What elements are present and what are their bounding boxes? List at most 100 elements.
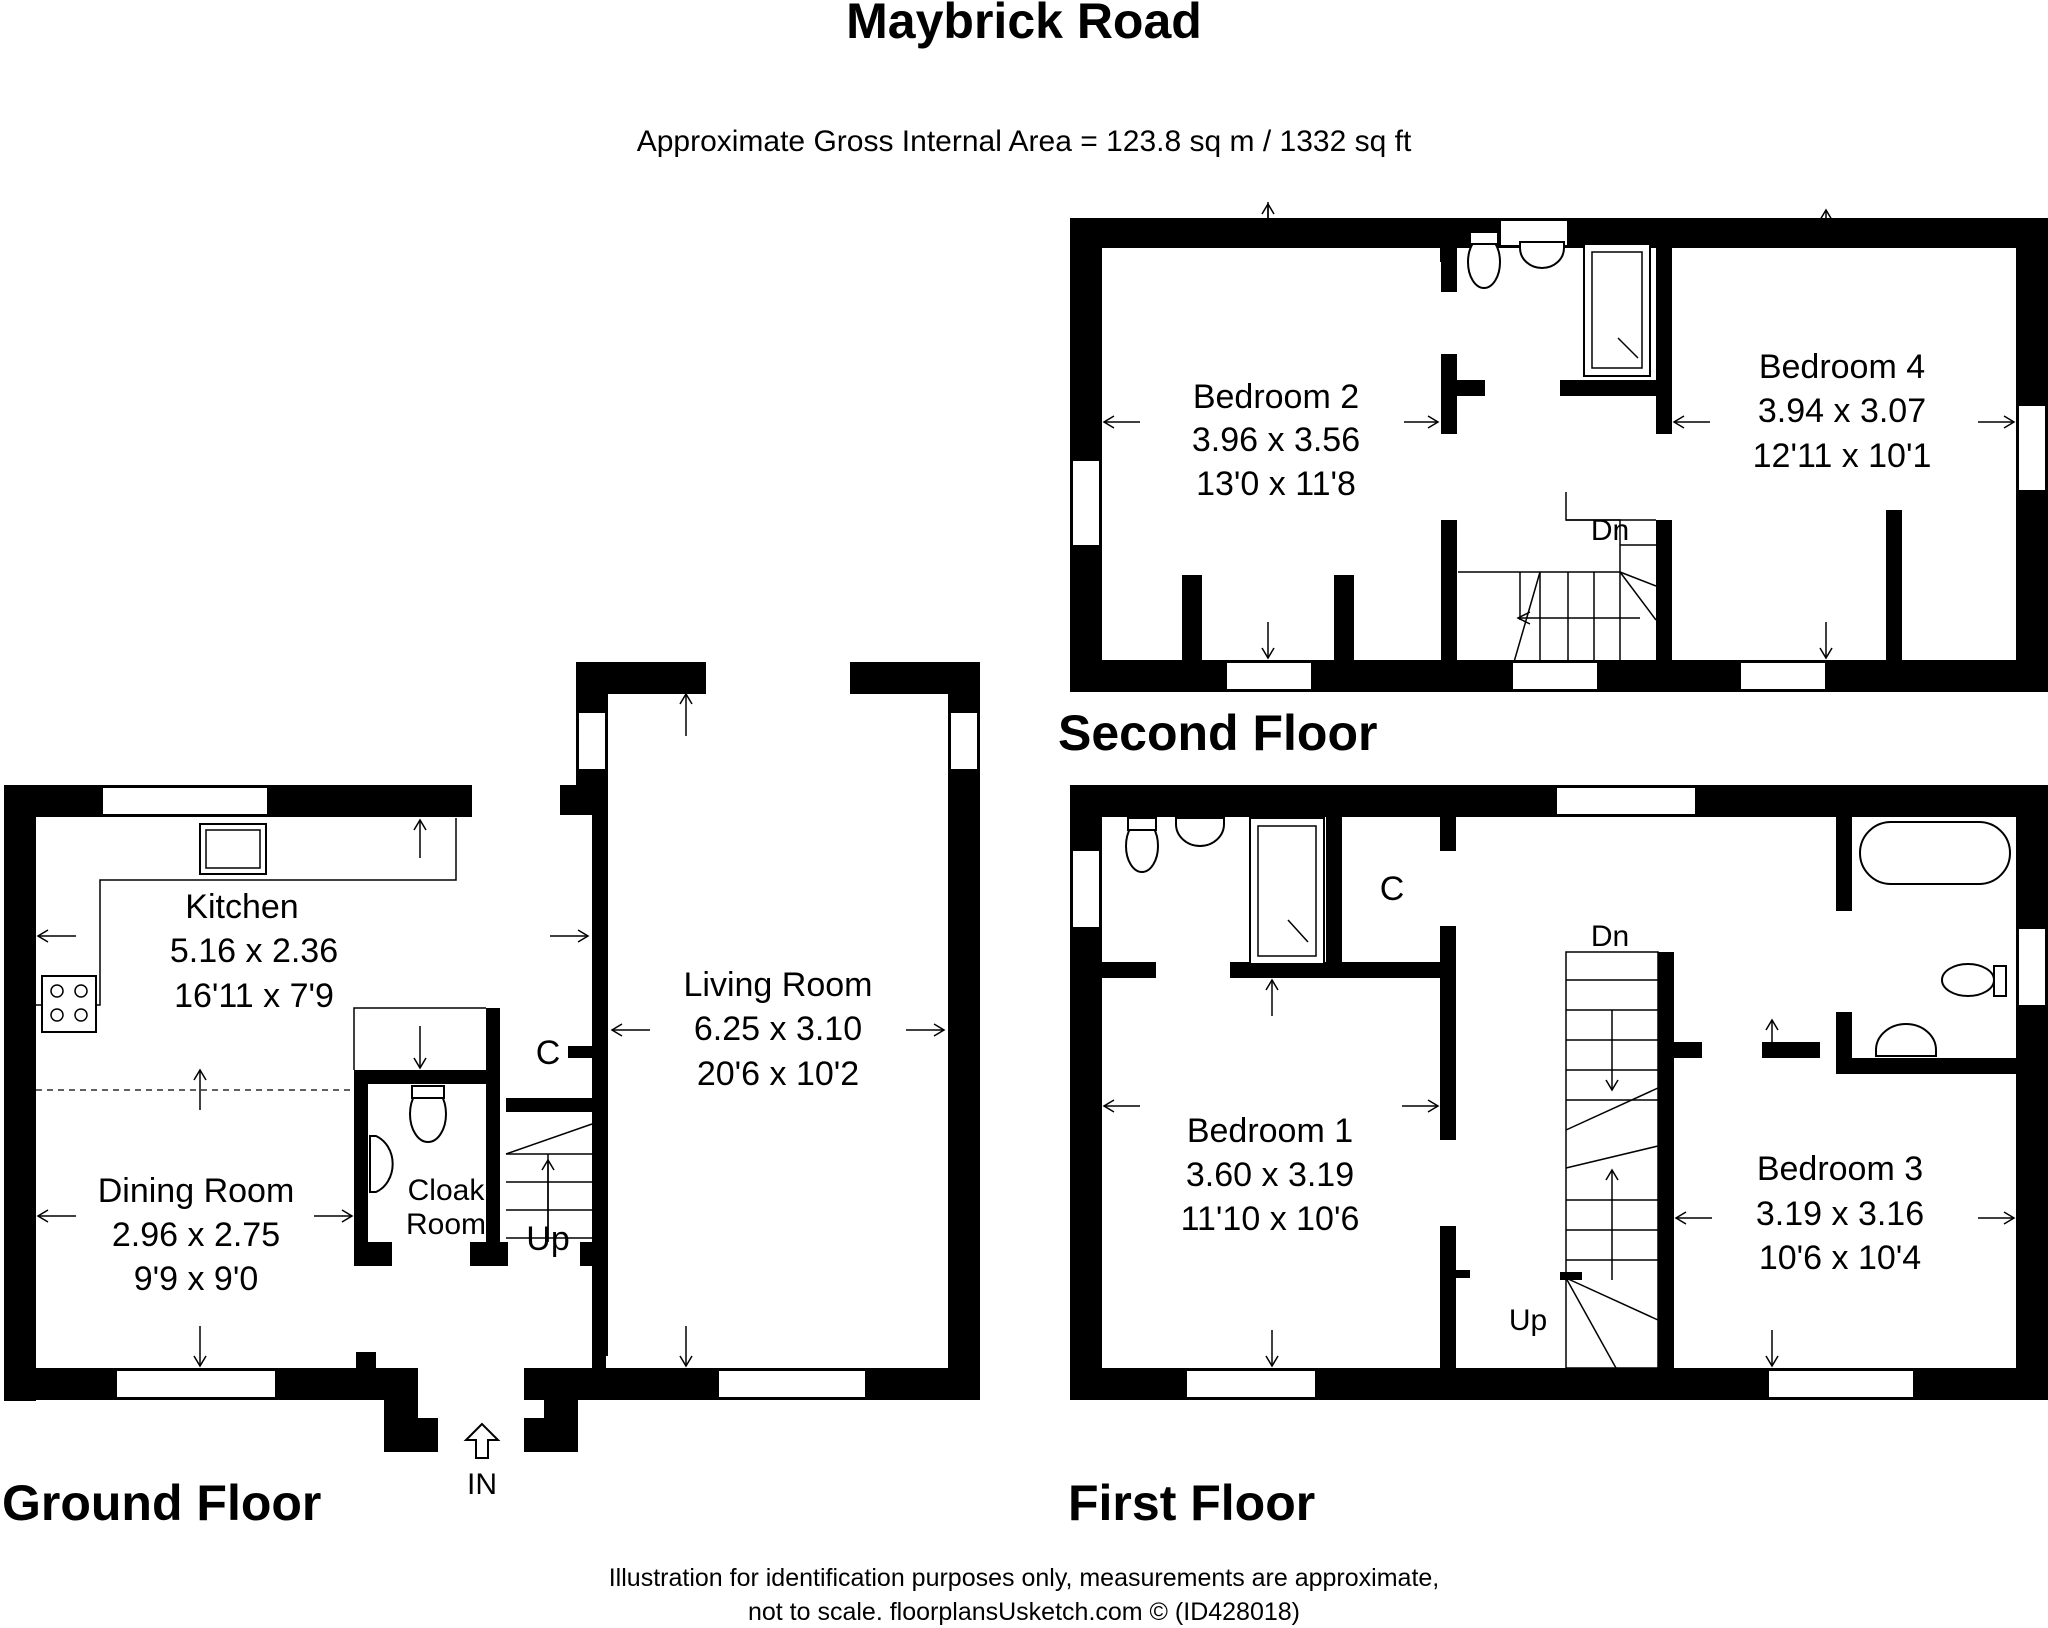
window: [717, 1369, 867, 1399]
wall: [948, 662, 980, 1400]
basin-icon: [1519, 241, 1565, 269]
toilet-cistern-icon: [1993, 965, 2007, 997]
wall: [1836, 1012, 1852, 1072]
wall: [1440, 926, 1456, 1140]
window: [1071, 459, 1101, 547]
wall: [1182, 575, 1202, 662]
dining-metric: 2.96 x 2.75: [112, 1216, 280, 1254]
wall: [486, 1008, 500, 1262]
wall: [2016, 785, 2048, 1400]
window: [949, 711, 979, 771]
dining-name: Dining Room: [98, 1172, 295, 1210]
wall: [1836, 815, 1852, 911]
kitchen-metric: 5.16 x 2.36: [170, 932, 338, 970]
stairs-up-label: Up: [526, 1220, 569, 1258]
window: [1555, 786, 1697, 816]
window: [1767, 1369, 1915, 1399]
staircase: [1458, 492, 1657, 663]
shower-drain-line: [1287, 919, 1309, 943]
wall: [1326, 808, 1342, 974]
bedroom2-imperial: 13'0 x 11'8: [1196, 465, 1356, 503]
staircase: [1565, 951, 1659, 1369]
wall: [1656, 238, 1672, 434]
toilet-icon: [1941, 963, 1995, 997]
bedroom4-metric: 3.94 x 3.07: [1758, 392, 1926, 430]
living-name: Living Room: [684, 966, 873, 1004]
wall: [1560, 380, 1672, 396]
basin-icon: [1875, 1023, 1937, 1057]
window: [1739, 661, 1827, 691]
wall: [1441, 246, 1457, 292]
wall: [1100, 962, 1156, 978]
wall: [580, 1242, 608, 1266]
shower-tray-icon: [1249, 817, 1325, 965]
hob-icon: [41, 975, 97, 1033]
plan-title: Maybrick Road: [846, 0, 1202, 49]
wall: [524, 1418, 578, 1452]
wall: [506, 1098, 592, 1112]
wall: [356, 1352, 376, 1368]
stairs-up-label: Up: [1509, 1304, 1547, 1337]
bedroom4-name: Bedroom 4: [1759, 348, 1925, 386]
wall: [1658, 952, 1674, 1368]
bedroom1-name: Bedroom 1: [1187, 1112, 1353, 1150]
bedroom1-metric: 3.60 x 3.19: [1186, 1156, 1354, 1194]
wall: [354, 1070, 500, 1084]
wall: [1230, 962, 1456, 978]
bedroom2-name: Bedroom 2: [1193, 378, 1359, 416]
bedroom4-imperial: 12'11 x 10'1: [1753, 437, 1932, 475]
shower-tray-icon: [1583, 243, 1651, 377]
wall: [354, 1242, 392, 1266]
wall: [1836, 1058, 2016, 1074]
toilet-cistern-icon: [1127, 817, 1157, 831]
shower-tray-inner: [1591, 251, 1643, 369]
cloakroom-label-line1: Cloak: [408, 1174, 486, 1207]
staircase: [505, 1123, 593, 1242]
cupboard-label: C: [536, 1034, 561, 1072]
ground-floor-heading: Ground Floor: [2, 1475, 321, 1531]
dimension-arrows: [36, 692, 946, 1368]
wall: [1886, 510, 1902, 662]
entrance-arrow-icon: [463, 1422, 501, 1459]
dimension-arrows: [1102, 202, 2016, 660]
wall: [1762, 1042, 1820, 1058]
wall: [1656, 520, 1672, 662]
window: [101, 786, 269, 816]
cloakroom-label-line2: Room: [406, 1208, 486, 1241]
wall: [568, 1046, 592, 1058]
first-floor-heading: First Floor: [1068, 1475, 1315, 1531]
wall: [384, 1418, 438, 1452]
wall: [1441, 380, 1485, 396]
window: [1511, 661, 1599, 691]
bath-icon: [1859, 821, 2011, 885]
wall: [1560, 1272, 1582, 1280]
second-floor-heading: Second Floor: [1058, 705, 1377, 761]
bedroom2-metric: 3.96 x 3.56: [1192, 421, 1360, 459]
wall: [592, 1356, 606, 1370]
wall: [592, 800, 608, 1356]
wall: [1658, 1042, 1702, 1058]
wall: [470, 1242, 508, 1266]
kitchen-worktop: [353, 1007, 486, 1070]
second-floor-plan: Bedroom 2 3.96 x 3.56 13'0 x 11'8 Bedroo…: [1058, 202, 2048, 761]
stairs-down-label: Dn: [1591, 920, 1629, 953]
living-imperial: 20'6 x 10'2: [697, 1055, 859, 1093]
disclaimer-line-2: not to scale. floorplansUsketch.com © (I…: [748, 1598, 1300, 1626]
wall: [1440, 230, 1456, 242]
toilet-cistern-icon: [411, 1085, 445, 1099]
stairs-down-label: Dn: [1591, 514, 1629, 547]
sink-bowl: [205, 829, 261, 869]
toilet-cistern-icon: [1469, 231, 1499, 245]
dining-imperial: 9'9 x 9'0: [134, 1260, 259, 1298]
window: [2017, 404, 2047, 492]
bedroom3-metric: 3.19 x 3.16: [1756, 1195, 1924, 1233]
basin-icon: [1175, 817, 1225, 847]
living-metric: 6.25 x 3.10: [694, 1010, 862, 1048]
window: [1071, 849, 1101, 929]
cupboard-label: C: [1380, 870, 1405, 908]
window: [2017, 927, 2047, 1007]
wall: [4, 785, 36, 1401]
wall: [1440, 815, 1456, 851]
window: [577, 711, 607, 771]
